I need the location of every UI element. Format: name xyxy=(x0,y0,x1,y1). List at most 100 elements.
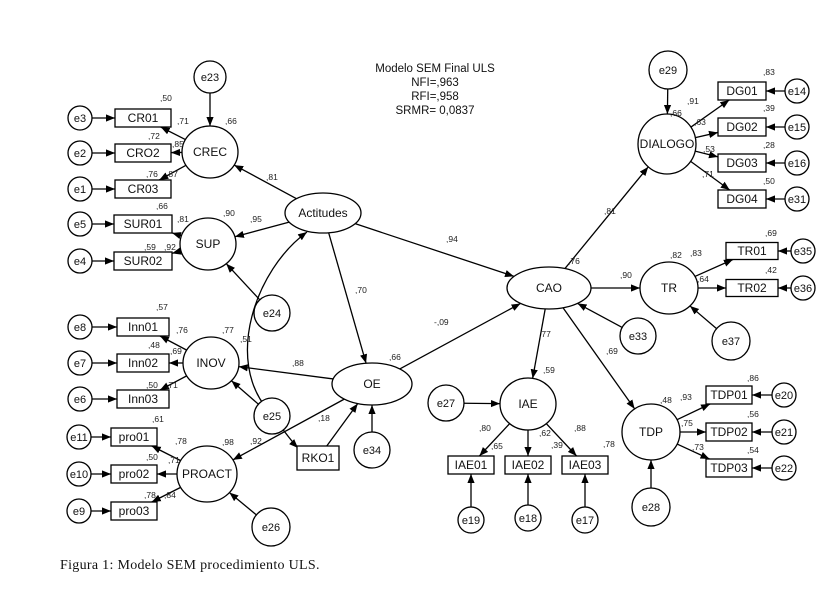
node-label: TDP01 xyxy=(710,388,748,402)
error-term-e1: e1 xyxy=(67,176,93,202)
error-term-e17: e17 xyxy=(571,506,599,534)
latent-variable-CREC: CREC xyxy=(181,125,239,179)
node-label: DIALOGO xyxy=(640,137,695,151)
node-label: e15 xyxy=(788,122,806,134)
error-term-e29: e29 xyxy=(648,50,688,90)
nfi-index: NFI=,963 xyxy=(411,77,459,89)
node-label: Inn03 xyxy=(128,392,158,406)
path-IAE-to-IAE01 xyxy=(478,423,511,457)
node-label: e26 xyxy=(262,522,280,534)
estimate-label: ,77 xyxy=(539,329,551,339)
edges-layer xyxy=(91,87,791,516)
error-term-e8: e8 xyxy=(67,314,93,340)
observed-variable-SUR01: SUR01 xyxy=(113,214,173,234)
path-e33-to-CAO xyxy=(577,302,623,329)
observed-variable-DG03: DG03 xyxy=(717,153,767,173)
estimate-label: ,71 xyxy=(168,455,180,465)
node-label: e33 xyxy=(629,331,647,343)
estimate-label: ,76 xyxy=(146,169,158,179)
path-DIALOGO-to-DG04 xyxy=(690,160,731,191)
observed-variable-TDP02: TDP02 xyxy=(705,422,753,442)
estimate-label: ,66 xyxy=(670,108,682,118)
estimate-label: ,84 xyxy=(164,490,176,500)
observed-variable-DG02: DG02 xyxy=(717,117,767,137)
node-label: e9 xyxy=(73,506,85,518)
path-INOV-to-Inn01 xyxy=(159,335,187,351)
error-term-e3: e3 xyxy=(67,105,93,131)
node-label: e19 xyxy=(462,515,480,527)
estimate-label: ,61 xyxy=(152,414,164,424)
estimate-label: ,59 xyxy=(144,242,156,252)
node-label: pro01 xyxy=(119,430,150,444)
node-label: e1 xyxy=(74,184,86,196)
path-CREC-to-CR01 xyxy=(160,126,186,141)
latent-variable-INOV: INOV xyxy=(182,336,240,390)
estimate-labels: ,50,71,66,72,85,76,87,81,66,81,90,95,59,… xyxy=(144,67,777,500)
estimate-label: ,66 xyxy=(389,352,401,362)
estimate-label: ,63 xyxy=(694,117,706,127)
estimate-label: ,71 xyxy=(702,169,714,179)
observed-variable-pro03: pro03 xyxy=(110,501,158,521)
observed-variable-TDP01: TDP01 xyxy=(705,385,753,405)
estimate-label: ,57 xyxy=(156,302,168,312)
estimate-label: ,78 xyxy=(144,490,156,500)
node-label: PROACT xyxy=(182,467,233,481)
node-label: CREC xyxy=(193,145,227,159)
node-label: SUR02 xyxy=(124,254,163,268)
path-Actitudes-to-CREC xyxy=(233,164,297,200)
observed-variable-Inn01: Inn01 xyxy=(116,317,170,337)
error-term-e23: e23 xyxy=(193,60,227,94)
node-label: DG02 xyxy=(726,120,758,134)
node-label: e37 xyxy=(722,336,740,348)
estimate-label: -,09 xyxy=(434,317,449,327)
estimate-label: ,18 xyxy=(318,413,330,423)
estimate-label: ,81 xyxy=(266,172,278,182)
rfi-index: RFI=,958 xyxy=(411,91,459,103)
node-label: IAE03 xyxy=(569,458,602,472)
error-term-e6: e6 xyxy=(67,386,93,412)
node-label: OE xyxy=(363,377,380,391)
estimate-label: ,56 xyxy=(747,409,759,419)
nodes-layer: e23CRECCR01CRO2CR03e3e2e1SUPSUR01SUR02e5… xyxy=(66,50,816,547)
estimate-label: ,83 xyxy=(763,67,775,77)
estimate-label: ,50 xyxy=(160,93,172,103)
latent-variable-IAE: IAE xyxy=(499,377,557,431)
observed-variable-Inn02: Inn02 xyxy=(116,353,170,373)
observed-variable-DG04: DG04 xyxy=(717,189,767,209)
latent-variable-DIALOGO: DIALOGO xyxy=(637,113,697,175)
estimate-label: ,54 xyxy=(747,445,759,455)
node-label: e2 xyxy=(74,148,86,160)
node-label: e7 xyxy=(74,358,86,370)
observed-variable-IAE02: IAE02 xyxy=(504,455,552,475)
observed-variable-Inn03: Inn03 xyxy=(116,389,170,409)
path-e25-to-INOV xyxy=(231,380,259,405)
observed-variable-IAE01: IAE01 xyxy=(447,455,495,475)
latent-variable-Actitudes: Actitudes xyxy=(284,192,362,234)
node-label: e28 xyxy=(642,502,660,514)
node-label: DG03 xyxy=(726,156,758,170)
path-SUP-to-SUR01 xyxy=(171,232,182,240)
estimate-label: ,76 xyxy=(176,325,188,335)
estimate-label: ,50 xyxy=(146,380,158,390)
observed-variable-SUR02: SUR02 xyxy=(113,251,173,271)
path-e26-to-PROACT xyxy=(229,492,257,516)
path-OE-to-INOV xyxy=(238,364,334,380)
node-label: e6 xyxy=(74,394,86,406)
node-label: TDP xyxy=(639,425,663,439)
estimate-label: ,80 xyxy=(479,423,491,433)
observed-variable-TDP03: TDP03 xyxy=(705,458,753,478)
node-label: CAO xyxy=(536,281,562,295)
error-term-e18: e18 xyxy=(514,504,542,532)
node-label: pro02 xyxy=(119,467,150,481)
node-label: e10 xyxy=(70,469,88,481)
error-term-e22: e22 xyxy=(771,455,797,481)
node-label: e23 xyxy=(201,72,219,84)
node-label: e24 xyxy=(263,308,281,320)
estimate-label: ,48 xyxy=(148,340,160,350)
latent-variable-CAO: CAO xyxy=(506,266,592,310)
path-CAO-to-IAE xyxy=(530,308,546,379)
observed-variable-RKO1: RKO1 xyxy=(296,445,340,471)
node-label: IAE02 xyxy=(512,458,545,472)
latent-variable-TR: TR xyxy=(639,261,699,315)
